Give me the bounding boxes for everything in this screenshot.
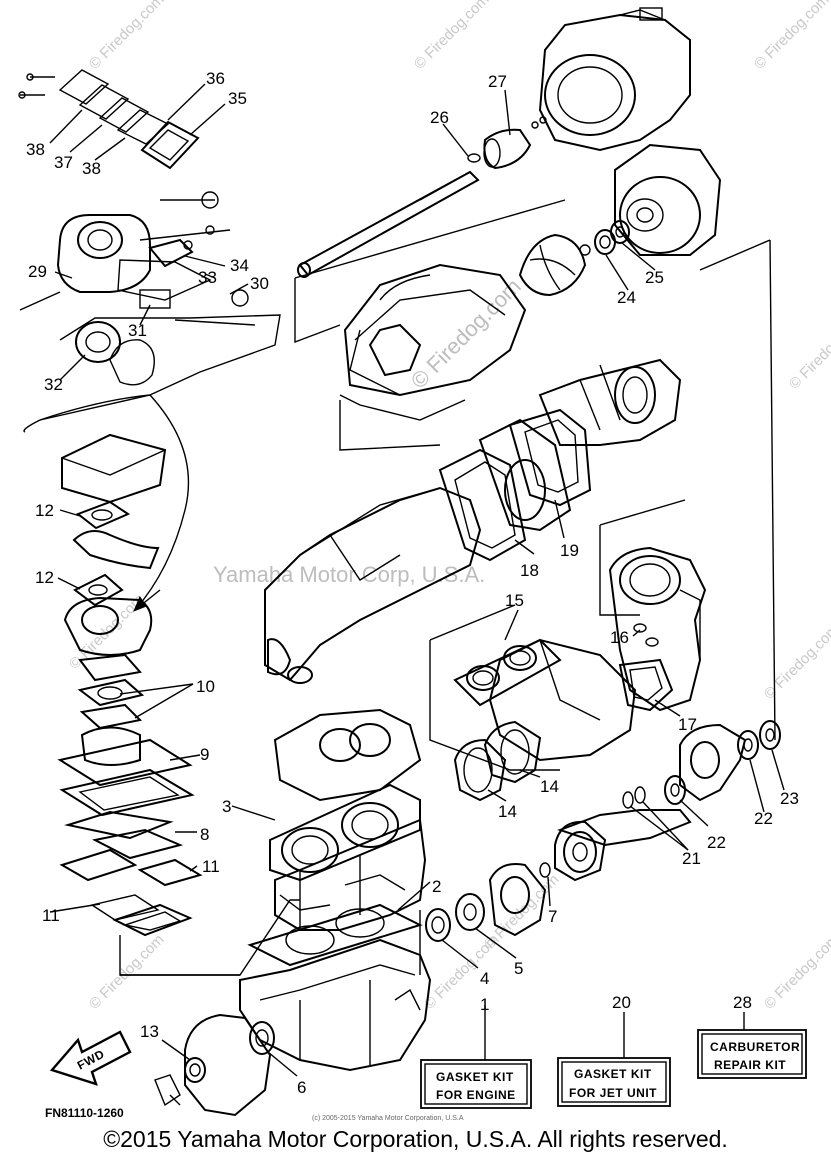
watermark-site-center: © Firedog.com [406,274,526,394]
part-label-38: 38 [26,140,45,159]
part-label-38b: 38 [82,159,101,178]
gasket-kit-jet-box: GASKET KIT FOR JET UNIT [557,1057,671,1107]
gasket-kit-jet-line2: FOR JET UNIT [569,1086,657,1100]
part-label-5: 5 [514,959,523,978]
part-label-12: 12 [35,501,54,520]
watermark-site: © Firedog.com [751,0,831,73]
part-label-8: 8 [200,825,209,844]
part-label-3: 3 [222,797,231,816]
part-label-6: 6 [297,1078,306,1097]
part-label-26: 26 [430,108,449,127]
part-label-37: 37 [54,153,73,172]
watermark-site: © Firedog.com [761,931,831,1013]
part-label-30: 30 [250,274,269,293]
part-label-35: 35 [228,89,247,108]
part-label-13: 13 [140,1022,159,1041]
part-label-15: 15 [505,591,524,610]
part-label-2: 2 [432,877,441,896]
part-label-31: 31 [128,321,147,340]
leader-lines [49,83,785,1077]
watermark-site: © Firedog.com [786,311,831,393]
watermark-center: Yamaha Motor Corp, U.S.A. [213,562,485,587]
gasket-kit-engine-box: GASKET KIT FOR ENGINE [420,1059,532,1109]
part-label-9: 9 [200,745,209,764]
gasket-kit-engine-line1: GASKET KIT [436,1070,514,1084]
carburetor-assembly [18,69,281,612]
part-label-33: 33 [198,268,217,287]
watermark-site: © Firedog.com [86,0,168,73]
part-label-10: 10 [196,677,215,696]
engine-block [120,708,781,1117]
carburetor-kit-line2: REPAIR KIT [714,1058,786,1072]
part-label-25: 25 [645,268,664,287]
intake-assembly [57,433,300,976]
part-label-14: 14 [540,777,559,796]
part-label-12b: 12 [35,568,54,587]
watermark-site: © Firedog.com [86,931,168,1013]
part-label-11b: 11 [42,906,60,925]
watermark-site: © Firedog.com [411,0,493,73]
part-label-22: 22 [707,833,726,852]
part-label-20: 20 [612,993,631,1012]
part-label-14b: 14 [498,802,517,821]
figure-code: FN81110-1260 [45,1106,124,1120]
part-number-labels: 1 2 3 4 5 6 7 8 9 10 11 11 12 12 13 14 1… [26,69,799,1097]
part-label-29: 29 [28,262,47,281]
small-copyright: (c) 2005-2015 Yamaha Motor Corporation, … [312,1115,464,1122]
part-label-32: 32 [44,375,63,394]
gasket-kit-engine-line2: FOR ENGINE [436,1088,516,1102]
part-label-11: 11 [202,857,220,876]
watermark-site: © Firedog.com [761,621,831,703]
part-label-16: 16 [610,628,629,647]
part-label-36: 36 [206,69,225,88]
part-label-22b: 22 [754,809,773,828]
gasket-kit-jet-line1: GASKET KIT [574,1067,652,1081]
carburetor-kit-line1: CARBURETOR [710,1040,800,1054]
part-label-17: 17 [678,715,697,734]
carburetor-kit-box: CARBURETOR REPAIR KIT [697,1029,807,1079]
watermark-layer: © Firedog.com © Firedog.com © Firedog.co… [66,0,831,1013]
head-gasket [453,638,562,707]
part-label-19: 19 [560,541,579,560]
fwd-arrow: FWD [49,1030,132,1086]
part-label-24: 24 [617,288,636,307]
jet-pump-assembly [294,7,776,741]
part-label-23: 23 [780,789,799,808]
part-label-28: 28 [733,993,752,1012]
part-label-4: 4 [480,969,489,988]
copyright-footer: ©2015 Yamaha Motor Corporation, U.S.A. A… [103,1126,728,1152]
kit-boxes: GASKET KIT FOR ENGINE GASKET KIT FOR JET… [420,1029,807,1109]
part-label-7: 7 [548,907,557,926]
part-label-27: 27 [488,72,507,91]
exhaust-assembly [264,358,707,771]
part-label-34: 34 [230,256,249,275]
part-label-1: 1 [480,995,489,1014]
part-label-21: 21 [682,849,701,868]
part-label-18: 18 [520,561,539,580]
